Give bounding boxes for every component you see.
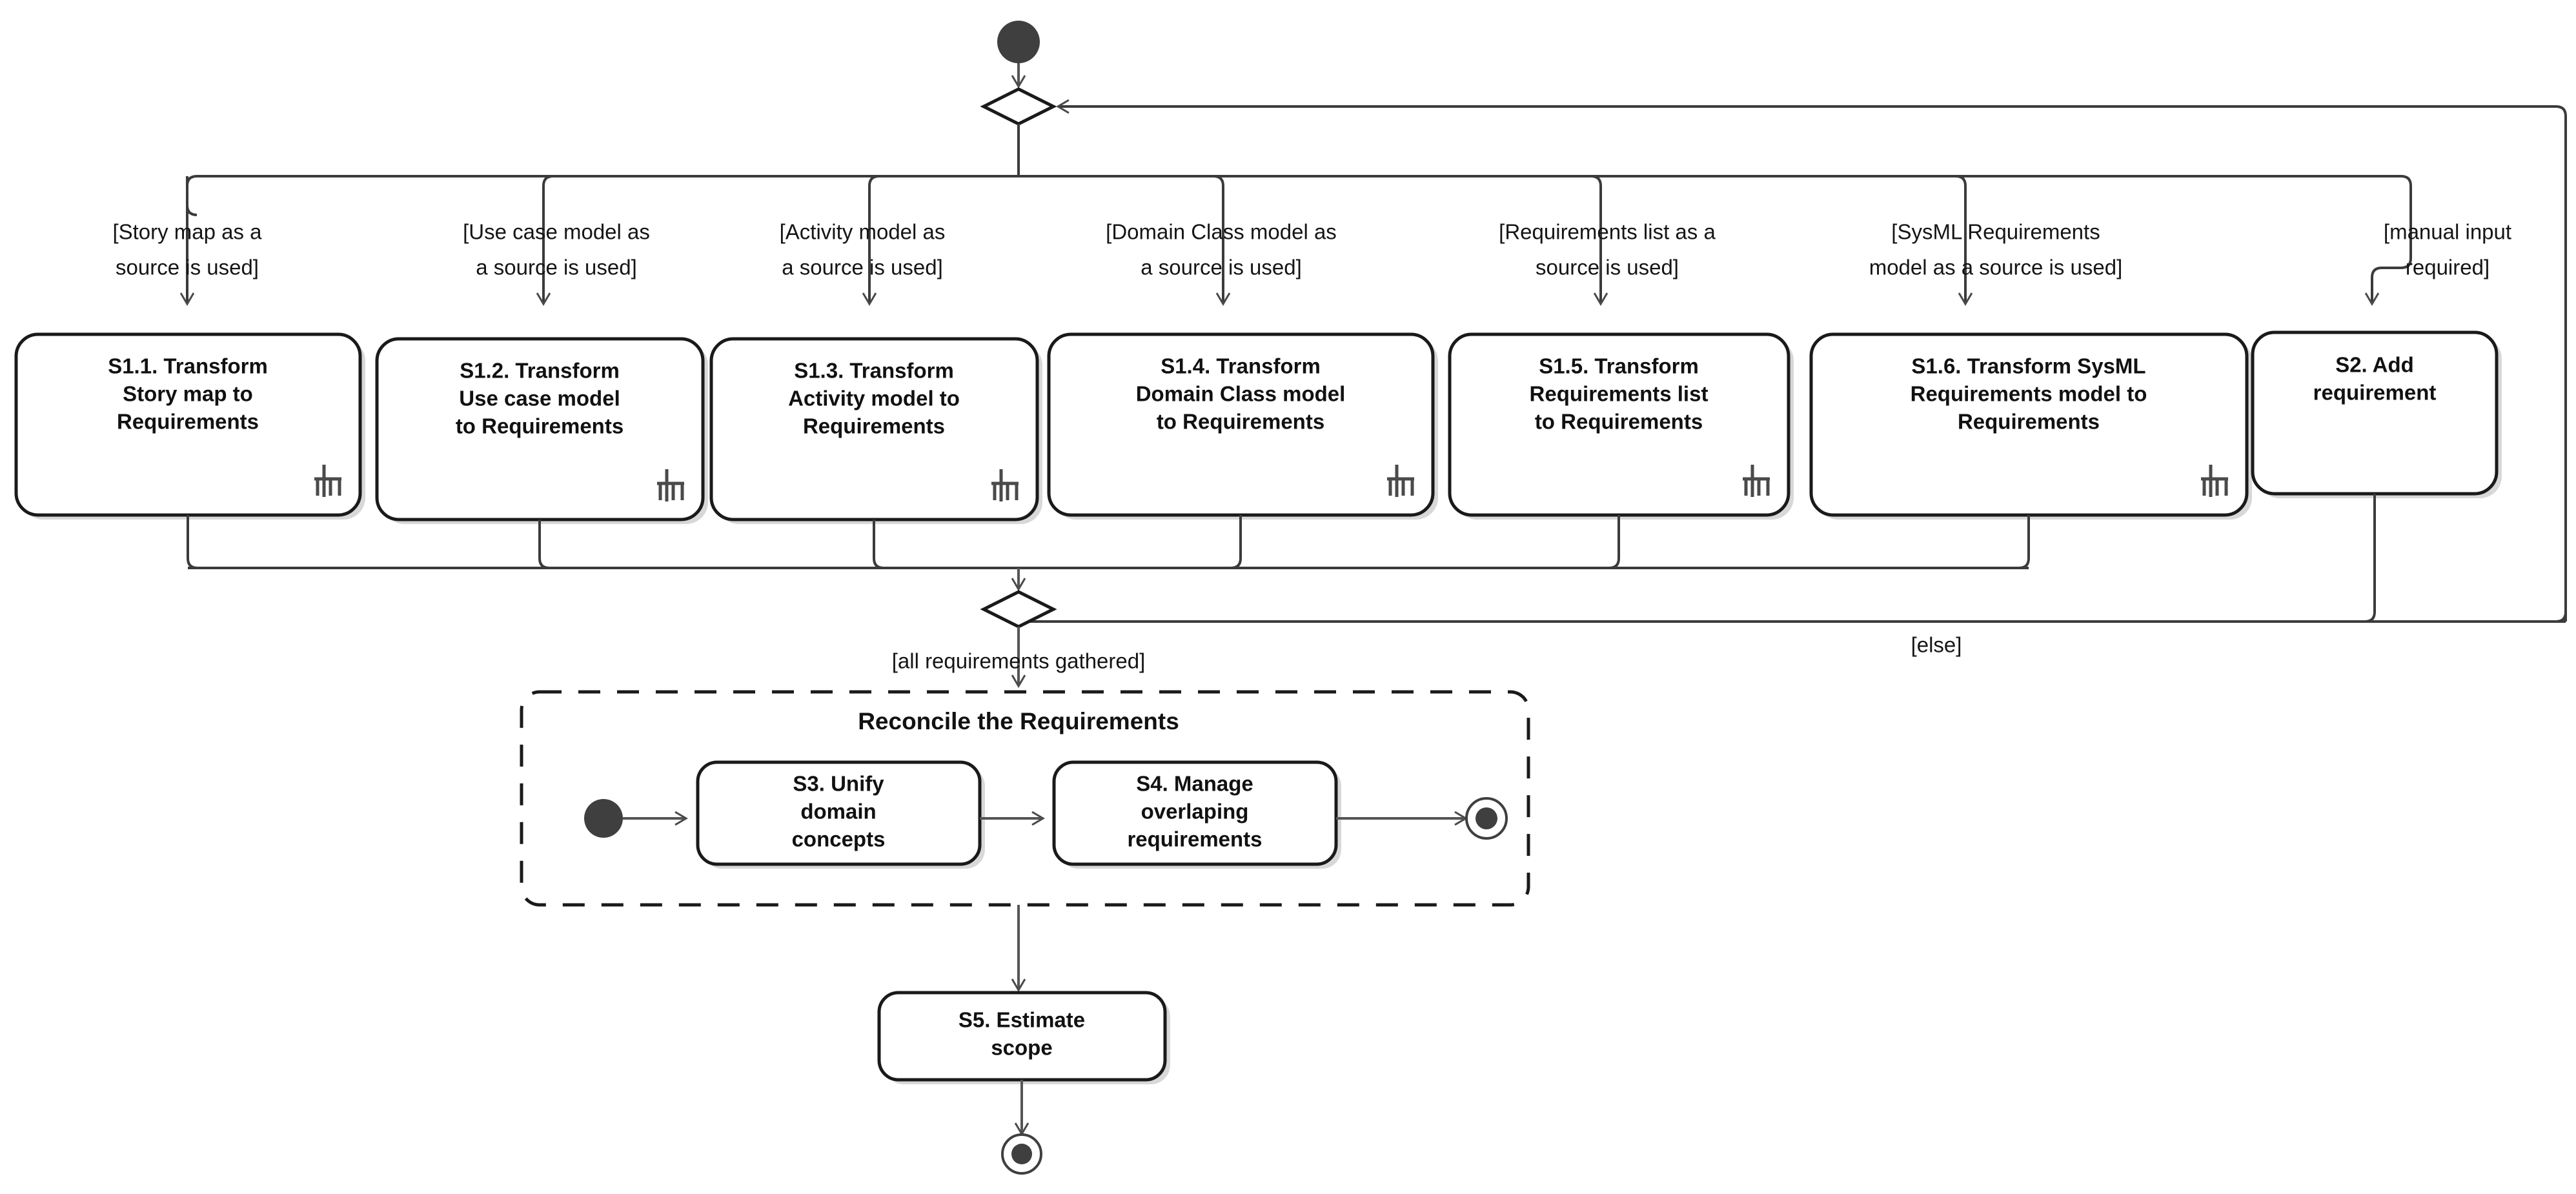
activity-s1_4-line1: S1.4. Transform xyxy=(1161,354,1321,378)
branch-drop-2 xyxy=(543,175,554,303)
reconcile-region xyxy=(520,690,1530,907)
activity-s1_5[interactable]: S1.5. Transform Requirements list to Req… xyxy=(1448,332,1794,520)
activity-s4-line1: S4. Manage xyxy=(1136,772,1253,796)
activity-s1_6-line3: Requirements xyxy=(1958,410,2100,434)
activity-s5-line1: S5. Estimate xyxy=(958,1008,1085,1032)
activity-s1_2[interactable]: S1.2. Transform Use case model to Requir… xyxy=(375,337,708,524)
edge-else-rail-horizontal xyxy=(1019,611,2567,623)
edge-s1_6-to-join xyxy=(2018,515,2030,569)
guard-sysml: [SysML Requirements model as a source is… xyxy=(1869,220,2123,279)
region-final-node xyxy=(1465,797,1508,840)
rake-icon xyxy=(1387,465,1414,497)
guard-sysml-line2: model as a source is used] xyxy=(1869,256,2123,279)
merge-node-top xyxy=(980,87,1057,126)
guard-requirements-list-line1: [Requirements list as a xyxy=(1499,220,1716,244)
guard-story-map-line2: source is used] xyxy=(116,256,259,279)
edge-s1_3-to-join xyxy=(873,520,884,569)
activity-final-node xyxy=(1001,1133,1042,1175)
guard-activity-model: [Activity model as a source is used] xyxy=(780,220,946,279)
activity-s1_5-line3: to Requirements xyxy=(1535,410,1703,434)
rake-icon xyxy=(991,469,1019,501)
guard-sysml-line1: [SysML Requirements xyxy=(1891,220,2100,244)
rake-icon xyxy=(314,465,341,497)
rake-icon xyxy=(657,469,684,501)
activity-s1_5-line2: Requirements list xyxy=(1530,382,1709,406)
edge-s2-to-else-rail xyxy=(2364,494,2566,623)
activity-s1_5-line1: S1.5. Transform xyxy=(1539,354,1699,378)
reconcile-region-title: Reconcile the Requirements xyxy=(858,708,1179,734)
guard-story-map: [Story map as a source is used] xyxy=(112,220,262,279)
edge-s1_4-to-join xyxy=(1230,515,1242,569)
edge-else-return xyxy=(1059,106,2567,622)
guard-else: [else] xyxy=(1911,633,1962,657)
activity-s1_3-line3: Requirements xyxy=(803,414,945,438)
guard-activity-model-line1: [Activity model as xyxy=(780,220,946,244)
branch-drop-4 xyxy=(1213,175,1223,303)
guard-use-case-line2: a source is used] xyxy=(476,256,636,279)
guard-manual-input: [manual input required] xyxy=(2384,220,2511,279)
activity-s4-line3: requirements xyxy=(1127,827,1262,851)
guard-story-map-line1: [Story map as a xyxy=(112,220,262,244)
activity-s1_1-line1: S1.1. Transform xyxy=(108,354,268,378)
rake-icon xyxy=(2201,465,2228,497)
guard-manual-input-line2: required] xyxy=(2406,256,2490,279)
activity-s1_6-line1: S1.6. Transform SysML xyxy=(1911,354,2145,378)
activity-s3-line2: domain xyxy=(800,800,876,824)
activity-s1_4[interactable]: S1.4. Transform Domain Class model to Re… xyxy=(1047,332,1438,520)
activity-s1_3-line1: S1.3. Transform xyxy=(794,359,954,383)
guard-manual-input-line1: [manual input xyxy=(2384,220,2511,244)
guard-domain-class-line2: a source is used] xyxy=(1141,256,1301,279)
region-initial-node xyxy=(584,799,623,838)
activity-s3-line1: S3. Unify xyxy=(793,772,884,796)
activity-s2-line1: S2. Add xyxy=(2335,353,2414,377)
guard-requirements-list: [Requirements list as a source is used] xyxy=(1499,220,1716,279)
guard-use-case-line1: [Use case model as xyxy=(463,220,650,244)
activity-s5-line2: scope xyxy=(991,1036,1052,1060)
initial-node xyxy=(997,21,1040,63)
activity-s1_4-line2: Domain Class model xyxy=(1136,382,1346,406)
rake-icon xyxy=(1743,465,1770,497)
activity-s1_2-line3: to Requirements xyxy=(456,414,624,438)
activity-s3-line3: concepts xyxy=(792,827,886,851)
edge-s1_5-to-join xyxy=(1608,515,1620,569)
activity-s1_6-line2: Requirements model to xyxy=(1911,382,2147,406)
guard-domain-class: [Domain Class model as a source is used] xyxy=(1106,220,1337,279)
branch-drop-3 xyxy=(869,175,880,303)
activity-s1_2-line1: S1.2. Transform xyxy=(460,359,620,383)
activity-s5[interactable]: S5. Estimate scope xyxy=(877,991,1170,1084)
activity-s1_2-line2: Use case model xyxy=(459,387,620,410)
activity-s1_1-line3: Requirements xyxy=(117,410,259,434)
activity-s1_3[interactable]: S1.3. Transform Activity model to Requir… xyxy=(709,337,1042,524)
activity-s3[interactable]: S3. Unify domain concepts xyxy=(696,760,985,869)
guard-domain-class-line1: [Domain Class model as xyxy=(1106,220,1337,244)
activity-s4[interactable]: S4. Manage overlaping requirements xyxy=(1052,760,1341,869)
activity-s1_6[interactable]: S1.6. Transform SysML Requirements model… xyxy=(1809,332,2252,520)
activity-s2[interactable]: S2. Add requirement xyxy=(2251,330,2502,498)
guard-use-case: [Use case model as a source is used] xyxy=(463,220,650,279)
activity-s4-line2: overlaping xyxy=(1141,800,1249,824)
branch-drop-6 xyxy=(1955,175,1965,303)
edge-s1_2-to-join xyxy=(538,520,550,569)
activity-s1_4-line3: to Requirements xyxy=(1157,410,1324,434)
activity-s1_1-line2: Story map to xyxy=(123,382,253,406)
activity-s1_1[interactable]: S1.1. Transform Story map to Requirement… xyxy=(14,332,365,520)
activity-s1_3-line2: Activity model to xyxy=(788,387,960,410)
guard-activity-model-line2: a source is used] xyxy=(782,256,942,279)
activity-s2-line2: requirement xyxy=(2313,381,2437,405)
branch-drop-7 xyxy=(2372,175,2412,303)
branch-drop-5 xyxy=(1590,175,1601,303)
branch-drop-1 xyxy=(187,175,197,303)
guard-all-requirements-gathered: [all requirements gathered] xyxy=(892,649,1146,673)
guard-requirements-list-line2: source is used] xyxy=(1536,256,1679,279)
